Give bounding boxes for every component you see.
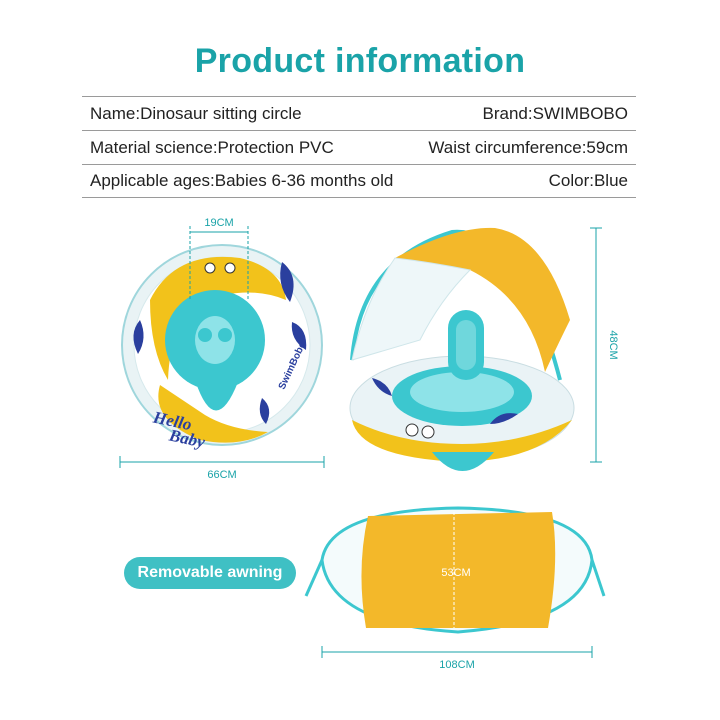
ring-side-view (349, 227, 575, 471)
awning-width-label: 108CM (439, 659, 474, 671)
spec-material: Material science:Protection PVC (90, 137, 334, 157)
awning-flat-view: 53CM (304, 506, 606, 634)
height-dimension: 48CM (590, 227, 619, 463)
spec-color: Color:Blue (548, 171, 628, 190)
page-title: Product information (194, 42, 526, 80)
awning-height-label: 53CM (441, 567, 470, 579)
seat-width-dimension: 19CM (189, 217, 249, 300)
removable-awning-badge: Removable awning (124, 557, 296, 589)
spec-brand: Brand:SWIMBOBO (482, 103, 628, 123)
spec-row: Name:Dinosaur sitting circle Brand:SWIMB… (82, 96, 636, 130)
spec-name: Name:Dinosaur sitting circle (90, 103, 302, 123)
ring-top-view: Hello Baby SwimBobo (121, 244, 323, 452)
spec-ages: Applicable ages:Babies 6-36 months old (90, 171, 394, 190)
spec-row: Material science:Protection PVC Waist ci… (82, 130, 636, 164)
ring-width-dimension: 66CM (119, 456, 325, 481)
awning-width-dimension: 108CM (321, 646, 593, 671)
spec-waist: Waist circumference:59cm (428, 137, 628, 157)
spec-row: Applicable ages:Babies 6-36 months old C… (82, 164, 636, 198)
height-label: 48CM (607, 330, 619, 359)
seat-width-label: 19CM (204, 217, 233, 229)
spec-table: Name:Dinosaur sitting circle Brand:SWIMB… (82, 96, 636, 198)
ring-width-label: 66CM (207, 469, 236, 481)
